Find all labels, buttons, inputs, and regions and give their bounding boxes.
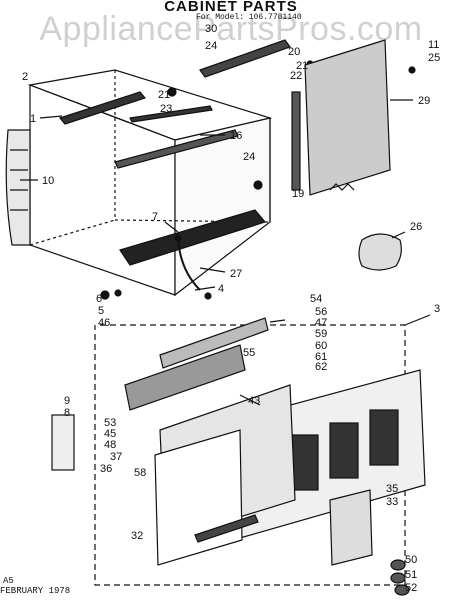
top-rail	[129, 105, 213, 123]
part-callout-25: 25	[428, 52, 440, 64]
part-callout-5: 5	[98, 305, 104, 317]
part-callout-58: 58	[134, 467, 146, 479]
part-callout-54: 54	[310, 293, 322, 305]
part-callout-30: 30	[205, 23, 217, 35]
part-callout-26: 26	[410, 221, 422, 233]
part-callout-36: 36	[100, 463, 112, 475]
part-callout-35: 35	[386, 483, 398, 495]
part-callout-6: 6	[96, 293, 102, 305]
part-callout-61: 61	[315, 351, 327, 363]
part-callout-33: 33	[386, 496, 398, 508]
part-callout-1: 1	[30, 113, 36, 125]
mount-bracket	[51, 414, 75, 471]
watermark: AppliancePartsPros.com	[39, 10, 423, 48]
filter-panel	[304, 39, 391, 196]
part-callout-10: 10	[42, 175, 54, 187]
part-callout-21: 21	[296, 60, 308, 72]
part-callout-23: 23	[160, 103, 172, 115]
part-callout-3: 3	[434, 303, 440, 315]
part-callout-53: 53	[104, 417, 116, 429]
part-callout-50: 50	[405, 554, 417, 566]
part-callout-51: 51	[405, 569, 417, 581]
part-callout-24: 24	[205, 40, 217, 52]
part-callout-37: 37	[110, 451, 122, 463]
ground-wire	[177, 237, 201, 291]
part-callout-4: 4	[218, 283, 224, 295]
part-callout-29: 29	[418, 95, 430, 107]
clamp-26	[358, 233, 402, 271]
part-callout-60: 60	[315, 340, 327, 352]
part-callout-16: 16	[230, 130, 242, 142]
part-callout-46: 46	[98, 317, 110, 329]
model-label: For Model: 106.7781140	[196, 13, 302, 22]
part-callout-55: 55	[243, 347, 255, 359]
footer-code: A5	[3, 576, 14, 586]
part-callout-59: 59	[315, 328, 327, 340]
part-callout-19: 19	[292, 188, 304, 200]
rail-16	[114, 129, 239, 169]
side-strip	[291, 91, 301, 191]
cabinet-shell	[5, 69, 273, 297]
footer-date: FEBRUARY 1978	[0, 586, 71, 596]
part-callout-47: 47	[315, 317, 327, 329]
top-rail	[58, 91, 147, 125]
access-door	[329, 489, 373, 566]
part-callout-27: 27	[230, 268, 242, 280]
part-callout-21: 21	[158, 89, 170, 101]
rail-30	[199, 39, 291, 78]
part-callout-52: 52	[405, 582, 417, 594]
part-callout-2: 2	[22, 71, 28, 83]
page-title: CABINET PARTS	[164, 0, 298, 15]
part-callout-11: 11	[428, 39, 439, 51]
part-callout-20: 20	[288, 46, 300, 58]
part-callout-45: 45	[104, 428, 116, 440]
drip-bar	[194, 514, 259, 543]
part-callout-8: 8	[64, 407, 70, 419]
part-callout-48: 48	[104, 439, 116, 451]
part-callout-22: 22	[290, 70, 302, 82]
part-callout-43: 43	[248, 395, 260, 407]
spring-19	[329, 183, 355, 191]
control-switch	[124, 344, 246, 411]
part-callout-9: 9	[64, 395, 70, 407]
part-callout-24: 24	[243, 151, 255, 163]
part-callout-62: 62	[315, 361, 327, 373]
control-panel	[159, 317, 269, 369]
part-callout-32: 32	[131, 530, 143, 542]
part-callout-7: 7	[152, 211, 158, 223]
part-callout-56: 56	[315, 306, 327, 318]
